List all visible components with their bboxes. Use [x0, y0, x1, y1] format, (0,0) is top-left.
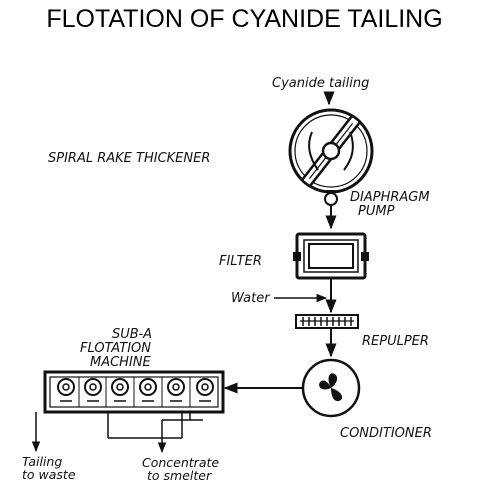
pump-label-line2: PUMP [358, 204, 395, 219]
concentrate-label-line1: Concentrate [142, 455, 219, 470]
tailing-label-line1: Tailing [22, 454, 62, 469]
feed-label: Cyanide tailing [272, 76, 369, 91]
flotation-cells [57, 378, 214, 402]
flotation-label-line3: MACHINE [90, 355, 152, 370]
conditioner [301, 358, 361, 418]
flotation-label-line1: SUB-A [112, 327, 152, 342]
repulper [295, 314, 359, 329]
pump-label-line1: DIAPHRAGM [350, 190, 430, 205]
tailing-label-line2: to waste [22, 467, 76, 482]
thickener-label: SPIRAL RAKE THICKENER [48, 151, 210, 166]
flotation-label-line2: FLOTATION [80, 341, 151, 356]
concentrate-launder [107, 412, 203, 454]
flotation-machine [43, 370, 225, 414]
spiral-rake-thickener [288, 108, 374, 194]
filter-label: FILTER [219, 254, 262, 269]
water-label: Water [231, 291, 271, 306]
filter [293, 232, 369, 280]
repulper-label: REPULPER [362, 334, 429, 349]
diaphragm-pump [324, 192, 338, 230]
concentrate-label-line2: to smelter [147, 468, 212, 483]
page-title: FLOTATION OF CYANIDE TAILING [46, 5, 443, 33]
conditioner-label: CONDITIONER [340, 426, 432, 441]
